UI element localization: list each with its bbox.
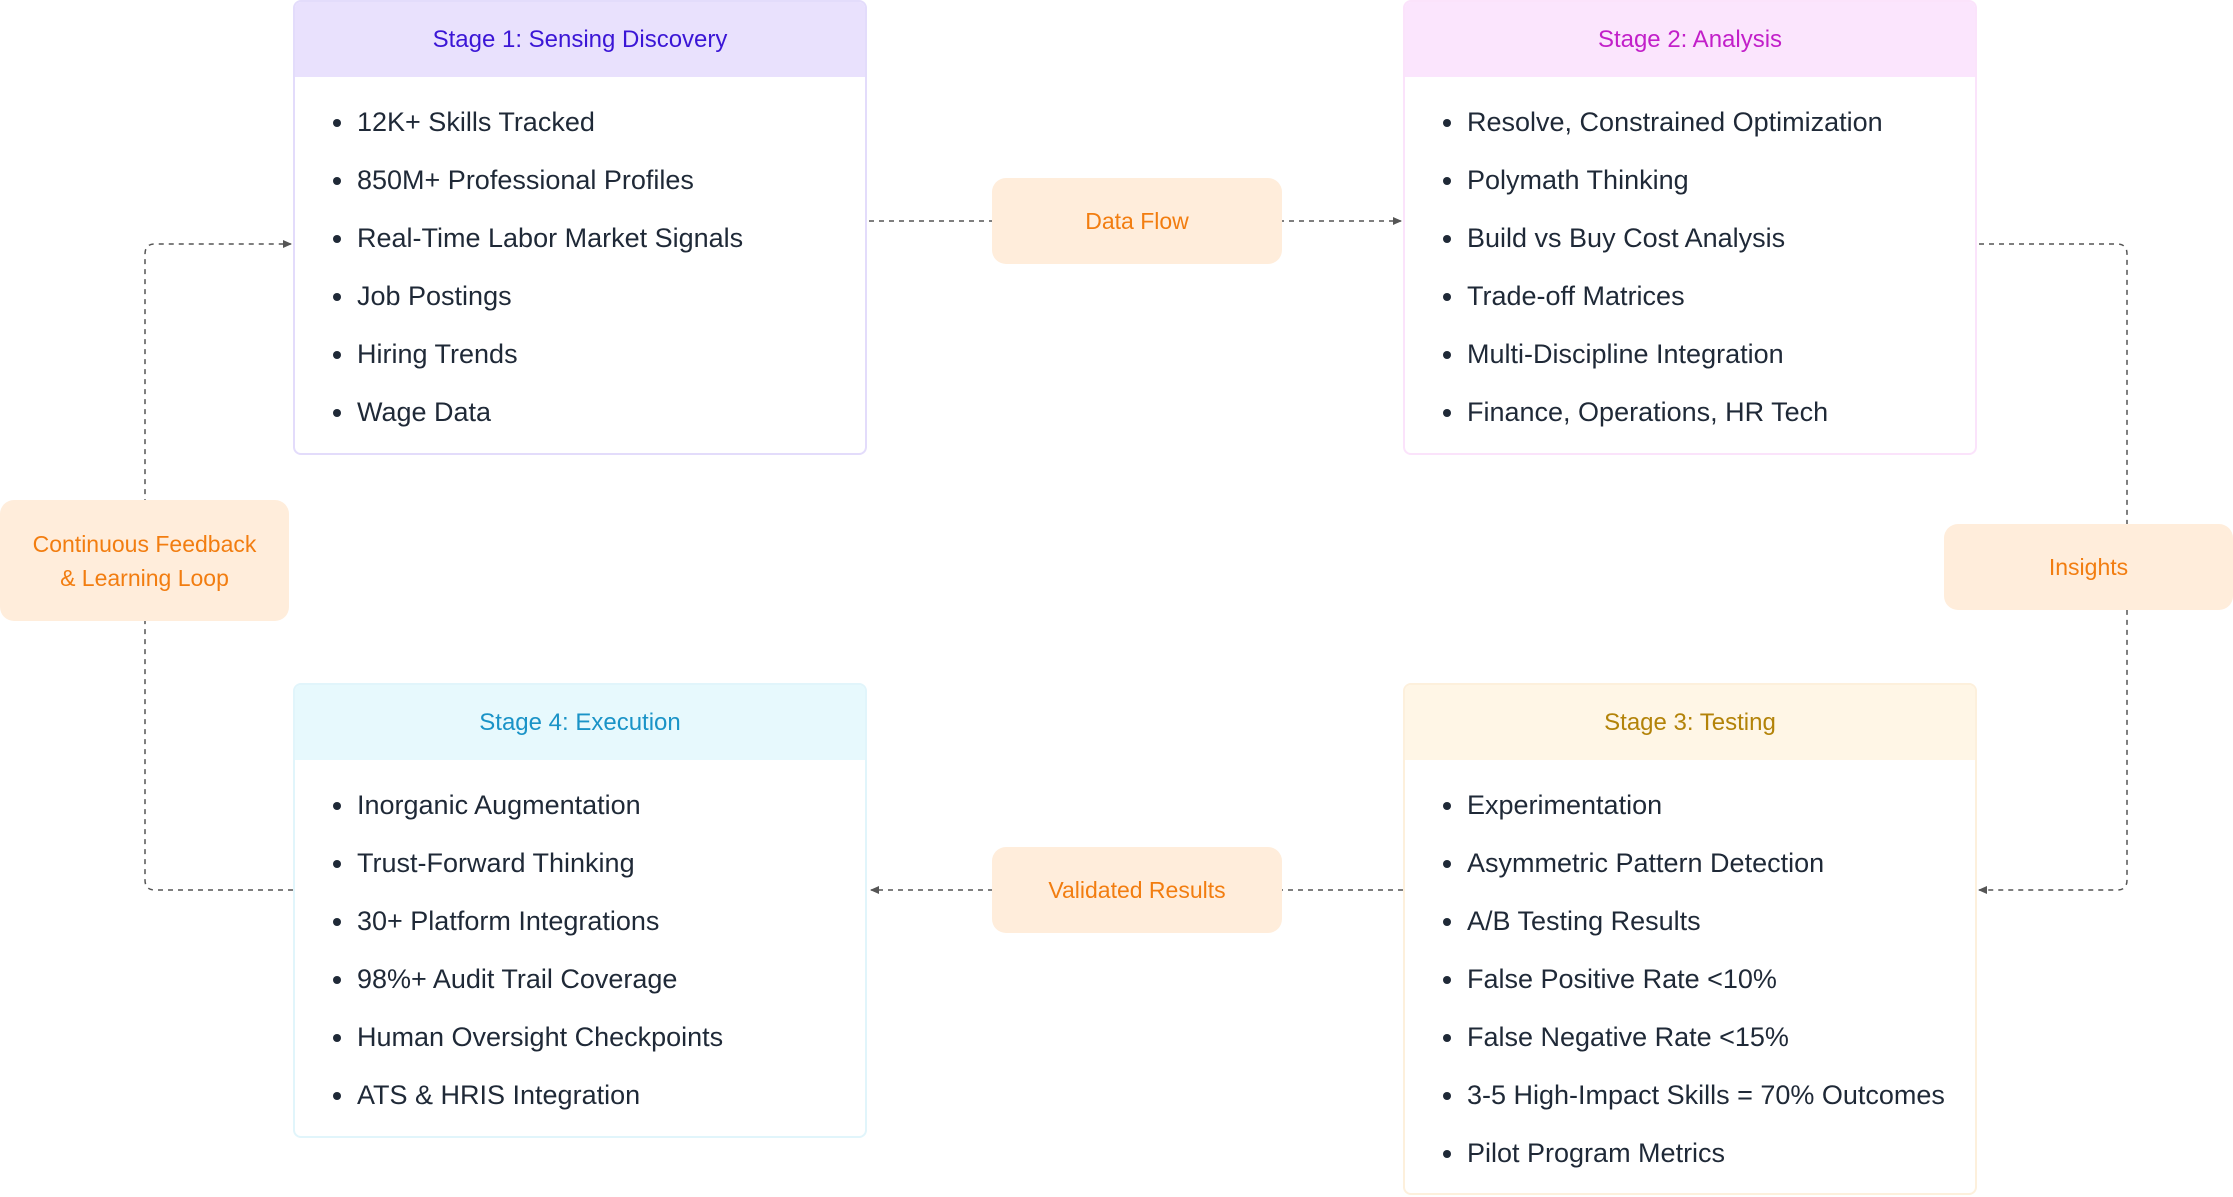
list-item: Real-Time Labor Market Signals <box>295 217 865 275</box>
stage-2-title: Stage 2: Analysis <box>1405 2 1975 77</box>
stage-1-list: 12K+ Skills Tracked 850M+ Professional P… <box>295 77 865 453</box>
validated-results-label: Validated Results <box>992 847 1282 933</box>
list-item: False Positive Rate <10% <box>1405 958 1975 1016</box>
connector-stage2-to-stage3 <box>1978 243 2128 894</box>
stage-4-card: Stage 4: Execution Inorganic Augmentatio… <box>293 683 867 1138</box>
list-item: Hiring Trends <box>295 333 865 391</box>
list-item: ATS & HRIS Integration <box>295 1074 865 1132</box>
list-item: 12K+ Skills Tracked <box>295 101 865 159</box>
stage-2-card: Stage 2: Analysis Resolve, Constrained O… <box>1403 0 1977 455</box>
connector-stage4-to-stage1 <box>144 240 293 891</box>
stage-3-card: Stage 3: Testing Experimentation Asymmet… <box>1403 683 1977 1195</box>
stage-3-list: Experimentation Asymmetric Pattern Detec… <box>1405 760 1975 1193</box>
list-item: Human Oversight Checkpoints <box>295 1016 865 1074</box>
list-item: Pilot Program Metrics <box>1405 1132 1975 1190</box>
list-item: Build vs Buy Cost Analysis <box>1405 217 1975 275</box>
list-item: A/B Testing Results <box>1405 900 1975 958</box>
list-item: Experimentation <box>1405 784 1975 842</box>
stage-4-title: Stage 4: Execution <box>295 685 865 760</box>
list-item: Finance, Operations, HR Tech <box>1405 391 1975 449</box>
insights-label: Insights <box>1944 524 2233 610</box>
list-item: 30+ Platform Integrations <box>295 900 865 958</box>
list-item: Multi-Discipline Integration <box>1405 333 1975 391</box>
list-item: Job Postings <box>295 275 865 333</box>
list-item: False Negative Rate <15% <box>1405 1016 1975 1074</box>
list-item: 3-5 High-Impact Skills = 70% Outcomes <box>1405 1074 1975 1132</box>
data-flow-label: Data Flow <box>992 178 1282 264</box>
stage-2-list: Resolve, Constrained Optimization Polyma… <box>1405 77 1975 453</box>
list-item: Trade-off Matrices <box>1405 275 1975 333</box>
list-item: Resolve, Constrained Optimization <box>1405 101 1975 159</box>
stage-4-list: Inorganic Augmentation Trust-Forward Thi… <box>295 760 865 1136</box>
list-item: 850M+ Professional Profiles <box>295 159 865 217</box>
stage-1-card: Stage 1: Sensing Discovery 12K+ Skills T… <box>293 0 867 455</box>
stage-1-title: Stage 1: Sensing Discovery <box>295 2 865 77</box>
list-item: Inorganic Augmentation <box>295 784 865 842</box>
list-item: Asymmetric Pattern Detection <box>1405 842 1975 900</box>
list-item: Polymath Thinking <box>1405 159 1975 217</box>
feedback-loop-label: Continuous Feedback & Learning Loop <box>0 500 289 621</box>
list-item: Trust-Forward Thinking <box>295 842 865 900</box>
list-item: Wage Data <box>295 391 865 449</box>
stage-3-title: Stage 3: Testing <box>1405 685 1975 760</box>
list-item: 98%+ Audit Trail Coverage <box>295 958 865 1016</box>
